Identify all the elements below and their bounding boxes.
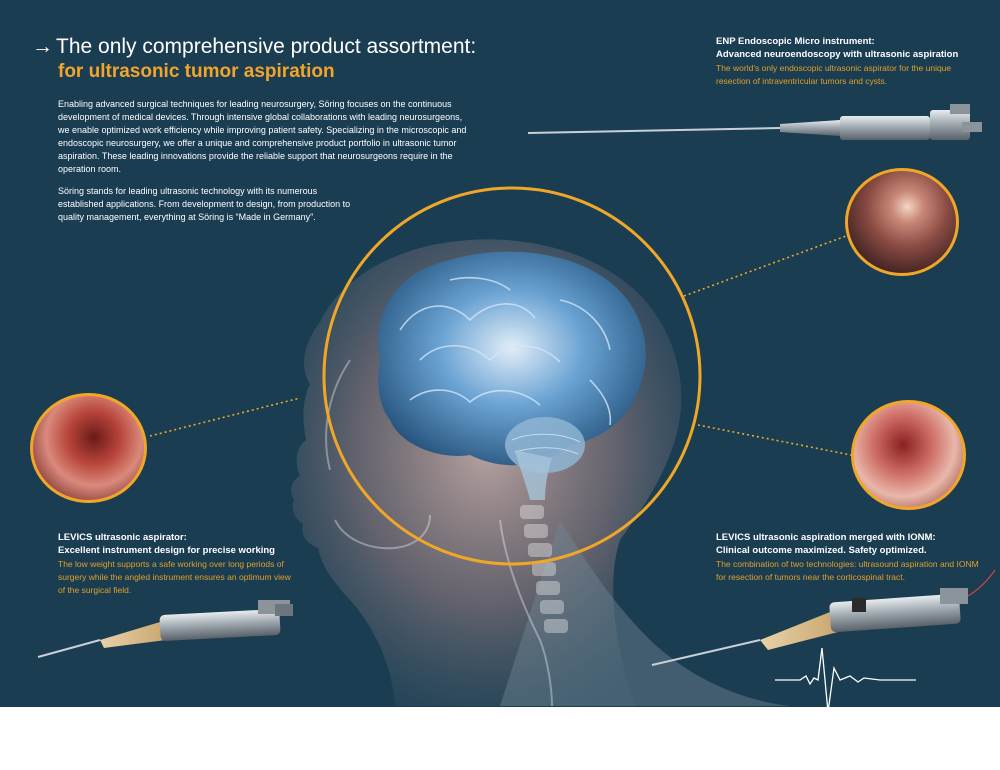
- callout-ionm: LEVICS ultrasonic aspiration merged with…: [716, 531, 986, 584]
- heading: →The only comprehensive product assortme…: [32, 34, 502, 84]
- enp-instrument: [527, 104, 982, 140]
- arrow-right-icon: →: [32, 35, 53, 58]
- callout-enp-title2: Advanced neuroendoscopy with ultrasonic …: [716, 49, 959, 60]
- page-margin: [0, 707, 1000, 770]
- skull-outline: [325, 359, 553, 707]
- callout-levics-title1: LEVICS ultrasonic aspirator:: [58, 532, 187, 543]
- callout-enp-desc: The world’s only endoscopic ultrasonic a…: [716, 63, 952, 86]
- callout-ionm-desc: The combination of two technologies: ult…: [716, 559, 979, 582]
- heading-line2: for ultrasonic tumor aspiration: [58, 61, 335, 82]
- endoscopic-view-thumbnail: [845, 168, 959, 276]
- highlight-ring: [322, 186, 702, 566]
- leader-lines: [149, 235, 852, 456]
- levics-surgical-view-thumbnail: [30, 393, 147, 503]
- ionm-waveform: [775, 647, 916, 707]
- poster: →The only comprehensive product assortme…: [0, 0, 1000, 707]
- callout-enp-title1: ENP Endoscopic Micro instrument:: [716, 36, 875, 47]
- ionm-instrument: [651, 569, 996, 666]
- ionm-surgical-view-thumbnail: [851, 400, 966, 510]
- callout-levics-title2: Excellent instrument design for precise …: [58, 545, 275, 556]
- intro-paragraph-2: Söring stands for leading ultrasonic tec…: [58, 186, 351, 222]
- callout-levics-desc: The low weight supports a safe working o…: [58, 559, 291, 595]
- callout-ionm-title1: LEVICS ultrasonic aspiration merged with…: [716, 532, 936, 543]
- spine: [520, 505, 568, 633]
- brain: [378, 251, 646, 500]
- callout-enp: ENP Endoscopic Micro instrument: Advance…: [716, 35, 986, 88]
- callout-ionm-title2: Clinical outcome maximized. Safety optim…: [716, 545, 927, 556]
- heading-line1: The only comprehensive product assortmen…: [56, 35, 477, 58]
- intro-paragraph-1: Enabling advanced surgical techniques fo…: [58, 99, 467, 174]
- illustration: [37, 104, 996, 707]
- levics-instrument: [37, 600, 293, 658]
- callout-levics: LEVICS ultrasonic aspirator: Excellent i…: [58, 531, 298, 597]
